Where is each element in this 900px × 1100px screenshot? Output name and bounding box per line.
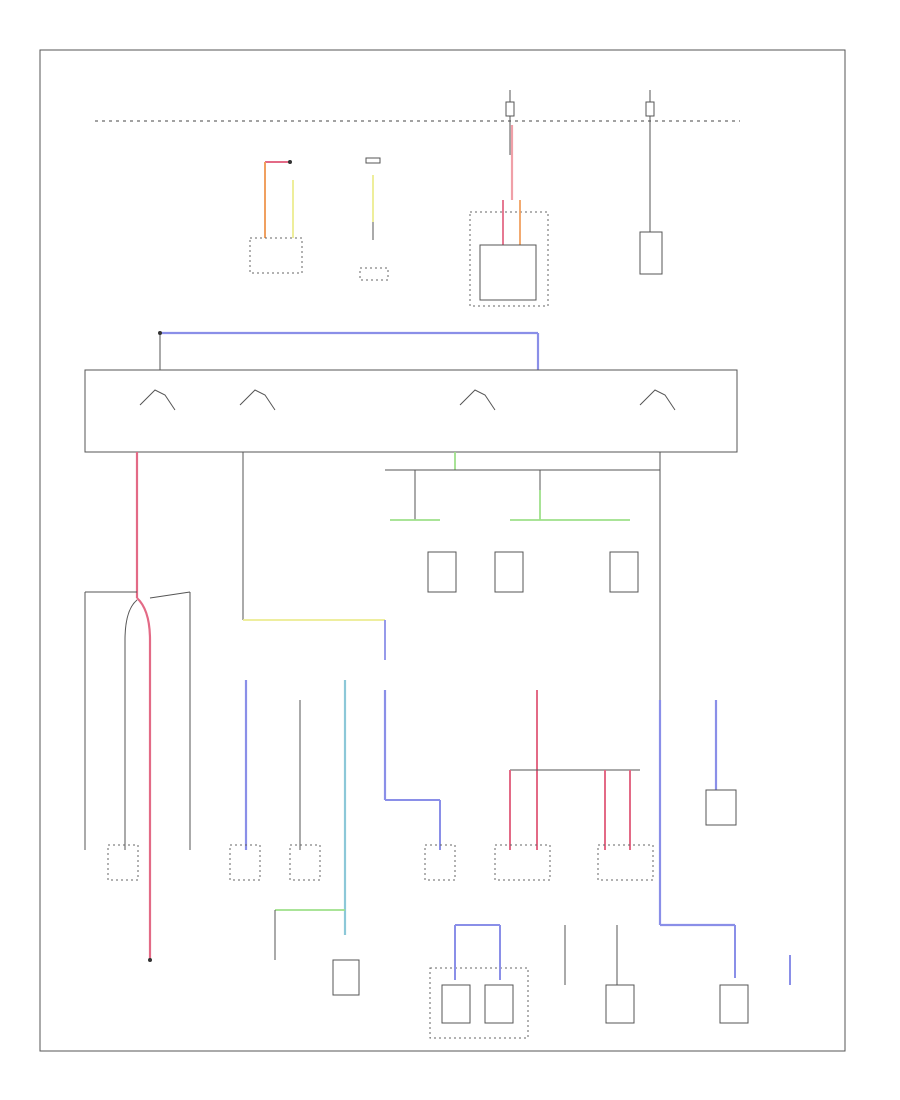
green-bus (385, 452, 660, 593)
right-trunk (658, 452, 736, 978)
shift-interlock (359, 157, 389, 281)
fuse-top-right (645, 90, 655, 232)
second-trunk (242, 452, 386, 660)
diagram-frame (39, 49, 846, 1052)
red-trunk (84, 452, 191, 960)
lower-components (107, 789, 737, 881)
power-relay (639, 231, 663, 275)
ignition-switch (84, 369, 738, 453)
headlamp-switch (249, 160, 303, 274)
bottom-cluster (148, 909, 791, 1039)
instrument-cluster (469, 200, 549, 307)
fuse-top-center (505, 90, 515, 200)
fuse-row (244, 680, 718, 935)
